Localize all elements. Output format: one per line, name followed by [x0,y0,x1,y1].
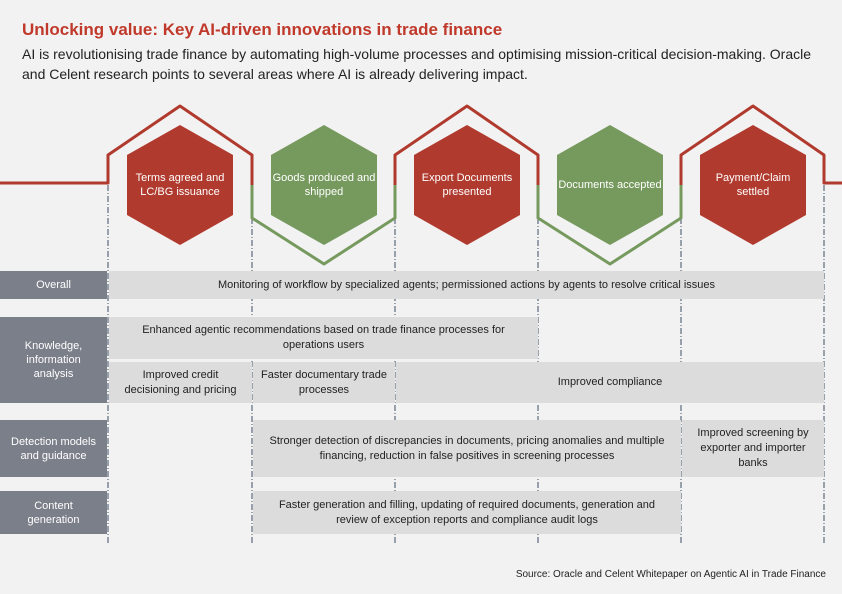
stage-hex: Terms agreed and LC/BG issuance [127,125,233,245]
source-note: Source: Oracle and Celent Whitepaper on … [515,569,826,580]
cell: Improved screening by exporter and impor… [682,420,824,477]
cell: Stronger detection of discrepancies in d… [253,420,681,477]
stage-hex: Documents accepted [557,125,663,245]
cell: Enhanced agentic recommendations based o… [109,317,538,359]
cell: Faster documentary trade processes [253,362,395,403]
cell: Monitoring of workflow by specialized ag… [109,271,824,299]
page-title: Unlocking value: Key AI-driven innovatio… [22,20,503,39]
row-label-content: Content generation [0,491,107,534]
outline-red [679,104,842,185]
outline-red [393,104,540,185]
row-label-knowledge: Knowledge, information analysis [0,317,107,403]
row-label-detection: Detection models and guidance [0,420,107,477]
outline-red [0,104,254,185]
outline-green [536,185,683,266]
cell: Improved compliance [396,362,824,403]
stage-hex: Payment/Claim settled [700,125,806,245]
cell: Improved credit decisioning and pricing [109,362,252,403]
subtitle: AI is revolutionising trade finance by a… [22,46,812,82]
outline-green [250,185,397,266]
cell: Faster generation and filling, updating … [253,491,681,534]
row-label-overall: Overall [0,271,107,299]
